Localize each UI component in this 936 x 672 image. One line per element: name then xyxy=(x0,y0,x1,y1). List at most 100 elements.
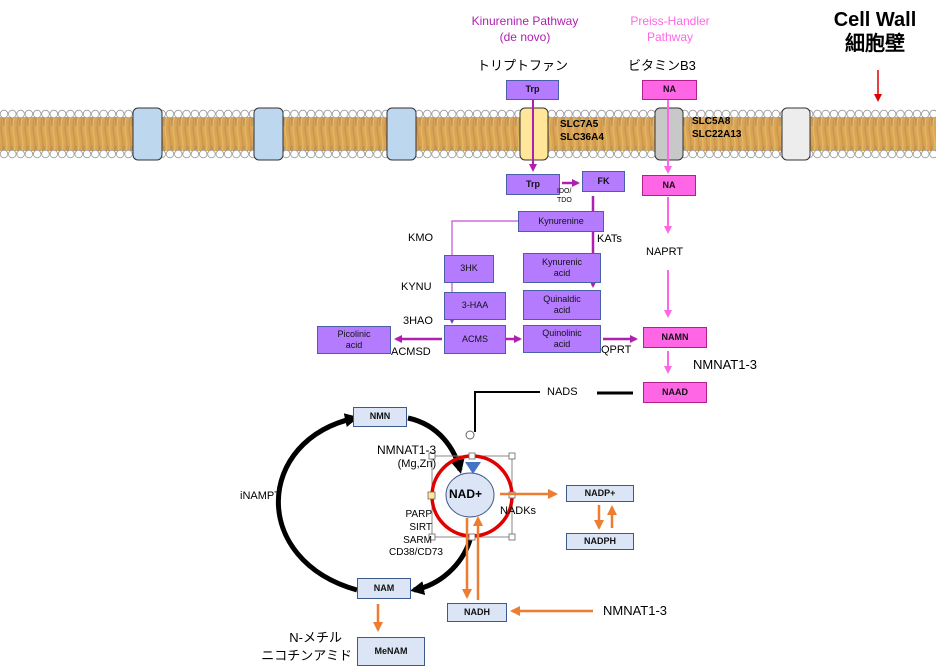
phospholipid-head xyxy=(0,149,9,159)
node-na-extracellular[interactable]: NA xyxy=(642,80,697,100)
phospholipid-head xyxy=(746,109,756,119)
phospholipid-head xyxy=(614,149,623,159)
node-quinolinic-acid[interactable]: Quinolinic acid xyxy=(523,325,601,353)
phospholipid-head xyxy=(605,109,615,119)
cell-membrane xyxy=(0,109,936,159)
node-quinaldic-acid[interactable]: Quinaldic acid xyxy=(523,290,601,320)
node-namn[interactable]: NAMN xyxy=(643,327,707,348)
node-3-haa[interactable]: 3-HAA xyxy=(444,292,506,320)
phospholipid-head xyxy=(879,109,888,119)
phospholipid-head xyxy=(464,149,473,159)
phospholipid-head xyxy=(497,109,507,119)
enzyme-nads: NADS xyxy=(547,386,578,398)
node-nad-plus[interactable]: NAD+ xyxy=(449,487,483,501)
node-kynurenic-acid[interactable]: Kynurenic acid xyxy=(523,253,601,283)
nmnat-line: NMNAT1-3 xyxy=(377,443,437,457)
tryptophan-label: トリプトファン xyxy=(477,58,569,73)
phospholipid-head xyxy=(8,149,17,159)
node-trp-extracellular[interactable]: Trp xyxy=(506,80,559,100)
channel-2 xyxy=(253,107,284,161)
node-nmn[interactable]: NMN xyxy=(353,407,407,427)
node-nadph[interactable]: NADPH xyxy=(566,533,634,550)
phospholipid-head xyxy=(66,149,75,159)
n-methyl-line2: ニコチンアミド xyxy=(261,648,352,664)
enzyme-kmo: KMO xyxy=(408,232,434,244)
phospholipid-head xyxy=(439,149,449,159)
node-picolinic-acid[interactable]: Picolinic acid xyxy=(317,326,391,354)
phospholipid-head xyxy=(323,109,332,119)
channel-6 xyxy=(781,107,811,161)
phospholipid-head xyxy=(871,149,880,159)
node-acms[interactable]: ACMS xyxy=(444,325,506,354)
ido-tdo-label: IDO/ TDO xyxy=(557,187,572,205)
phospholipid-head xyxy=(240,109,249,119)
phospholipid-head xyxy=(82,109,92,119)
slc7a5-label: SLC7A5 xyxy=(560,119,599,130)
phospholipid-head xyxy=(124,109,133,119)
node-na[interactable]: NA xyxy=(642,175,696,196)
node-nadp-plus[interactable]: NADP+ xyxy=(566,485,634,502)
arrow-nam-to-nmn-inampt xyxy=(276,413,359,593)
phospholipid-head xyxy=(755,109,764,119)
phospholipid-head xyxy=(223,109,233,119)
phospholipid-head xyxy=(564,109,573,119)
arrow-kynurenine-to-acms xyxy=(448,220,518,324)
phospholipid-head xyxy=(863,109,872,119)
node-naad[interactable]: NAAD xyxy=(643,382,707,403)
phospholipid-head xyxy=(41,109,50,119)
enzyme-naprt: NAPRT xyxy=(646,246,684,258)
slc22a13-label: SLC22A13 xyxy=(692,129,742,140)
phospholipid-head xyxy=(215,149,224,159)
cell-wall-label: Cell Wall 細胞壁 xyxy=(815,8,935,56)
arrow-nmn-to-nad xyxy=(407,415,465,474)
phospholipid-head xyxy=(638,109,648,119)
enzyme-nadks: NADKs xyxy=(500,505,537,517)
enzyme-cd38-cd73: CD38/CD73 xyxy=(389,547,443,558)
phospholipid-head xyxy=(49,109,58,119)
phospholipid-head xyxy=(182,149,191,159)
phospholipid-head xyxy=(871,109,880,119)
phospholipid-head xyxy=(730,109,739,119)
phospholipid-head xyxy=(298,109,307,119)
node-trp[interactable]: Trp xyxy=(506,174,560,195)
phospholipid-head xyxy=(356,109,366,119)
phospholipid-head xyxy=(705,109,714,119)
node-nadh[interactable]: NADH xyxy=(447,603,507,622)
enzyme-kynu: KYNU xyxy=(401,281,432,293)
rotate-handle-icon[interactable] xyxy=(465,430,475,440)
node-nam[interactable]: NAM xyxy=(357,578,411,599)
phospholipid-head xyxy=(713,149,722,159)
phospholipid-head xyxy=(863,149,872,159)
phospholipid-head xyxy=(16,109,25,119)
enzyme-nmnat-upper: NMNAT1-3 xyxy=(693,357,758,372)
phospholipid-head xyxy=(373,149,382,159)
phospholipid-head xyxy=(456,149,465,159)
node-3hk[interactable]: 3HK xyxy=(444,255,494,283)
phospholipid-head xyxy=(91,109,100,119)
picolinic-line2: acid xyxy=(345,340,363,350)
na-transporter-label: SLC5A8 SLC22A13 xyxy=(692,115,741,141)
kynurenine-title-line1: Kinurenine Pathway xyxy=(471,14,579,28)
phospholipid-head xyxy=(165,149,175,159)
phospholipid-head xyxy=(423,109,432,119)
nad-ellipse xyxy=(445,472,495,518)
phospholipid-head xyxy=(49,149,58,159)
phospholipid-head xyxy=(290,149,299,159)
quinaldic-line1: Quinaldic xyxy=(543,293,581,304)
node-menam[interactable]: MeNAM xyxy=(357,637,425,666)
phospholipid-head xyxy=(198,149,208,159)
phospholipid-head xyxy=(74,109,83,119)
phospholipid-head xyxy=(771,109,781,119)
node-fk[interactable]: FK xyxy=(582,171,625,192)
phospholipid-head xyxy=(730,149,739,159)
phospholipid-head xyxy=(323,149,332,159)
enzyme-acmsd: ACMSD xyxy=(391,346,431,358)
phospholipid-head xyxy=(365,149,374,159)
node-kynurenine[interactable]: Kynurenine xyxy=(518,211,604,232)
phospholipid-head xyxy=(174,109,183,119)
phospholipid-head xyxy=(232,149,241,159)
enzyme-qprt: QPRT xyxy=(601,344,632,356)
phospholipid-head xyxy=(124,149,133,159)
nad-consumers-label: PARP SIRT SARM xyxy=(390,508,432,547)
phospholipid-head xyxy=(605,149,615,159)
